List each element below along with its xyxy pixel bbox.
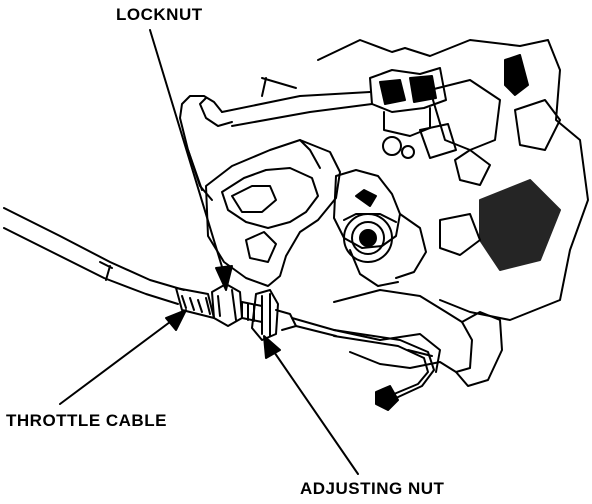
sensor-connector (369, 67, 457, 159)
locknut-part (211, 283, 243, 327)
sensor-wire (333, 329, 435, 411)
intake-elbow (333, 289, 503, 387)
vacuum-hose (179, 77, 373, 201)
adjusting-nut-label: ADJUSTING NUT (300, 479, 445, 498)
threaded-sleeve (241, 301, 263, 323)
adjusting-nut-part (251, 289, 279, 341)
locknut-leader (149, 29, 233, 291)
throttle-cable-label: THROTTLE CABLE (6, 411, 167, 430)
throttle-body (205, 139, 341, 287)
locknut-label: LOCKNUT (116, 5, 203, 24)
throttle-cable-leader (59, 309, 187, 405)
throttle-cable (3, 207, 185, 305)
adjusting-nut-leader (263, 335, 359, 475)
engine-block (317, 39, 589, 321)
throttle-linkage (333, 169, 427, 287)
